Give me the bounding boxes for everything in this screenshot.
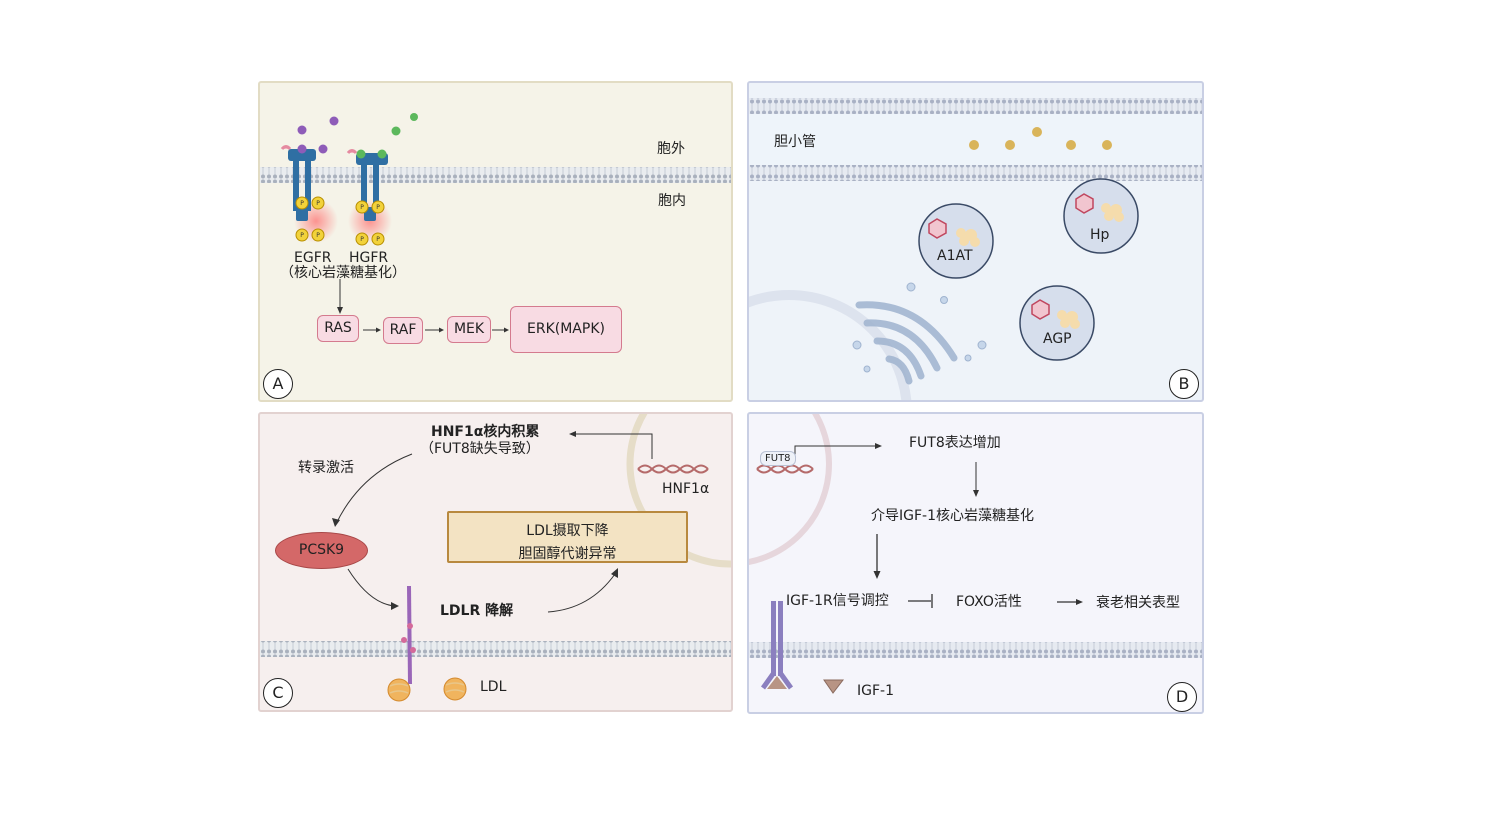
erk-mapk-box: ERK(MAPK) — [510, 306, 622, 353]
panel-tag-b: B — [1169, 369, 1199, 399]
a1at-label: A1AT — [937, 248, 973, 264]
phospho-label: P — [376, 236, 380, 243]
hnf1a-gene-label: HNF1α — [662, 481, 710, 497]
phospho-label: P — [360, 236, 364, 243]
hp-label: Hp — [1090, 227, 1110, 243]
panel-c: HNF1α核内积累 （FUT8缺失导致） HNF1α 转录激活 PCSK9 LD… — [258, 412, 733, 712]
mediate-igf1-label: 介导IGF-1核心岩藻糖基化 — [871, 508, 1034, 524]
ldlr-degradation-label: LDLR 降解 — [440, 603, 514, 619]
core-fucosylation-note: （核心岩藻糖基化） — [280, 265, 406, 281]
arrow-pcsk9-to-ldlr — [347, 568, 396, 607]
mek-box: MEK — [447, 316, 491, 343]
panel-tag-c: C — [263, 678, 293, 708]
panel-b: 胆小管 A1AT Hp AGP B — [747, 81, 1204, 402]
ldlr-receptor — [401, 585, 416, 685]
secreted-particles — [969, 127, 1112, 150]
fut8-dna-helix — [756, 464, 814, 474]
phospho-label: P — [360, 204, 364, 211]
phospho-label: P — [300, 200, 304, 207]
ldl-label: LDL — [480, 679, 507, 695]
intracellular-label: 胞内 — [658, 193, 686, 209]
membrane-bottom — [749, 165, 1202, 181]
panel-d-graphics — [749, 414, 1202, 694]
arrow-gene-to-accum — [572, 433, 653, 459]
phospho-labels: P P P P P P P P — [300, 200, 380, 243]
canaliculus-label: 胆小管 — [774, 134, 816, 150]
ldl-particle — [387, 678, 411, 702]
panel-a-graphics: P P P P P P P P — [260, 113, 731, 333]
phospho-group — [295, 196, 385, 246]
transcription-activation-label: 转录激活 — [298, 460, 354, 476]
fut8-increase-label: FUT8表达增加 — [909, 435, 1001, 451]
panel-d: FUT8 FUT8表达增加 介导IGF-1核心岩藻糖基化 IGF-1R信号调控 … — [747, 412, 1204, 714]
igf1-ligand — [823, 679, 845, 694]
cell-membrane — [260, 167, 731, 183]
phospho-label: P — [316, 200, 320, 207]
ldl-particle-legend — [443, 677, 467, 701]
nucleus-outline — [749, 290, 912, 400]
arrow-ldlr-to-outcome — [547, 573, 616, 613]
panel-a: P P P P P P P P 胞外 胞内 EGFR HGFR （核心岩藻糖基化） RA… — [258, 81, 733, 402]
golgi-vesicles — [852, 282, 987, 373]
outcome-line-1: LDL摄取下降 — [526, 523, 609, 539]
hnf1a-accumulation-label: HNF1α核内积累 — [431, 424, 540, 440]
panel-c-graphics — [260, 414, 731, 702]
egf-ligand — [329, 116, 339, 126]
outcome-line-2: 胆固醇代谢异常 — [518, 546, 617, 562]
panel-tag-d: D — [1167, 682, 1197, 712]
hgfr-receptor — [346, 149, 392, 243]
egf-ligand — [297, 125, 307, 135]
igf1r-receptor — [760, 601, 794, 690]
inhibition-symbol — [908, 594, 933, 608]
agp-label: AGP — [1043, 331, 1072, 347]
golgi-apparatus — [855, 301, 958, 385]
hgf-ligand — [391, 126, 401, 136]
hgf-ligand — [410, 113, 418, 121]
cell-membrane — [749, 642, 1202, 658]
hgfr-label: HGFR — [349, 250, 389, 266]
igf1-label: IGF-1 — [857, 683, 894, 699]
egfr-receptor — [280, 144, 338, 243]
vesicle-agp — [1019, 285, 1095, 361]
outcome-box: LDL摄取下降 胆固醇代谢异常 — [447, 511, 688, 563]
vesicle-hp — [1063, 178, 1139, 254]
egfr-label: EGFR — [294, 250, 332, 266]
fut8-gene-label: FUT8 — [760, 451, 796, 466]
canaliculus-band — [749, 114, 1202, 167]
fut8-loss-cause: （FUT8缺失导致） — [420, 441, 540, 457]
phospho-label: P — [376, 204, 380, 211]
arrow-to-pcsk9 — [335, 453, 413, 525]
cell-membrane — [260, 641, 731, 657]
arrow-gene-to-increase — [794, 445, 879, 459]
nucleus-outline — [749, 414, 832, 566]
nucleus-outline — [626, 414, 731, 568]
foxo-activity-label: FOXO活性 — [956, 594, 1022, 610]
phospho-label: P — [316, 232, 320, 239]
igf1r-signal-label: IGF-1R信号调控 — [786, 593, 889, 609]
raf-box: RAF — [383, 317, 423, 344]
panel-tag-a: A — [263, 369, 293, 399]
panel-b-graphics — [749, 98, 1202, 400]
phospho-label: P — [300, 232, 304, 239]
membrane-top — [749, 98, 1202, 114]
ras-box: RAS — [317, 315, 359, 342]
vesicle-a1at — [918, 203, 994, 279]
hnf1a-dna-helix — [637, 464, 709, 474]
pcsk9-node: PCSK9 — [275, 532, 368, 569]
extracellular-label: 胞外 — [657, 141, 685, 157]
aging-phenotype-label: 衰老相关表型 — [1096, 595, 1180, 611]
